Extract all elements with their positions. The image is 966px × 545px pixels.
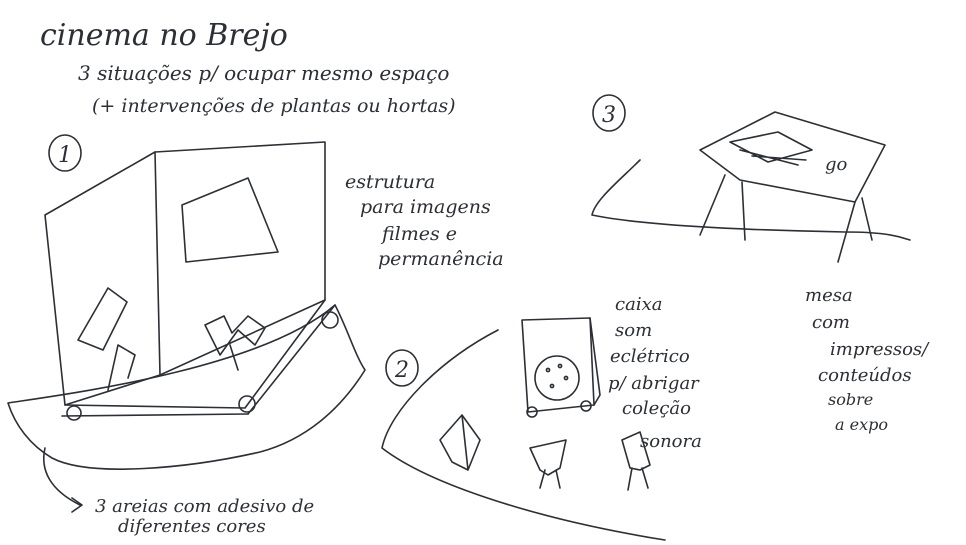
situation-3-tag: go <box>825 154 848 175</box>
situation-2-note-line-2: som <box>615 320 652 341</box>
printed-materials <box>730 132 812 165</box>
speaker-dots <box>546 364 567 387</box>
wall-panel <box>78 288 127 350</box>
situation-1-note-line-4: permanência <box>378 248 504 270</box>
floor-bottom-edge <box>62 414 248 416</box>
sketch-subtitle-line1: 3 situações p/ ocupar mesmo espaço <box>78 61 449 85</box>
stool-sketch-1 <box>440 415 480 470</box>
situation-1-bottom-note-line-2: diferentes cores <box>118 516 266 537</box>
situation-1-note-line-2: para imagens <box>360 196 491 218</box>
situation-3-note-line-5: sobre <box>828 390 873 409</box>
situation-3-note-line-2: com <box>812 312 850 333</box>
situation-1-note-line-1: estrutura <box>345 171 435 193</box>
speaker-circle <box>535 356 579 400</box>
situation-1-number: 1 <box>58 143 72 168</box>
table-leg-back <box>862 198 872 240</box>
situation-3-number: 3 <box>602 103 616 128</box>
situation-2-note-line-6: sonora <box>640 431 702 452</box>
situation-2-note-line-1: caixa <box>615 294 662 315</box>
screen-frame <box>182 178 278 262</box>
situation-2-number: 2 <box>394 358 409 383</box>
table-leg-left <box>700 175 725 235</box>
structure-left-wall <box>45 152 160 405</box>
sketch-title: cinema no Brejo <box>40 18 288 53</box>
situation-1-note-line-3: filmes e <box>380 223 457 245</box>
ground-outline-1 <box>8 305 365 469</box>
situation-3-note-line-6: a expo <box>835 415 888 434</box>
sketch-subtitle-line2: (+ intervenções de plantas ou hortas) <box>92 95 456 117</box>
situation-2-note-line-4: p/ abrigar <box>608 373 700 394</box>
stool-sketch-2 <box>530 440 566 488</box>
situation-2-note-line-5: coleção <box>622 398 691 419</box>
situation-1-bottom-note-line-1: 3 areias com adesivo de <box>95 496 314 517</box>
situation-3-note-line-3: impressos/ <box>830 339 930 360</box>
situation-2-note-line-3: eclétrico <box>610 346 690 367</box>
structure-floor <box>65 300 325 408</box>
situation-2: 2 caixa som eclétrico p/ abrigar coleção… <box>382 294 702 540</box>
flag-marker <box>108 345 135 390</box>
structure-back-wall <box>155 142 325 375</box>
situation-1: 1 estrutura para imagens filmes e perman… <box>8 135 504 537</box>
table-top <box>700 112 885 202</box>
situation-3-note-line-1: mesa <box>805 285 853 306</box>
situation-3-note-line-4: conteúdos <box>818 365 912 386</box>
table-leg-inner <box>742 182 745 240</box>
